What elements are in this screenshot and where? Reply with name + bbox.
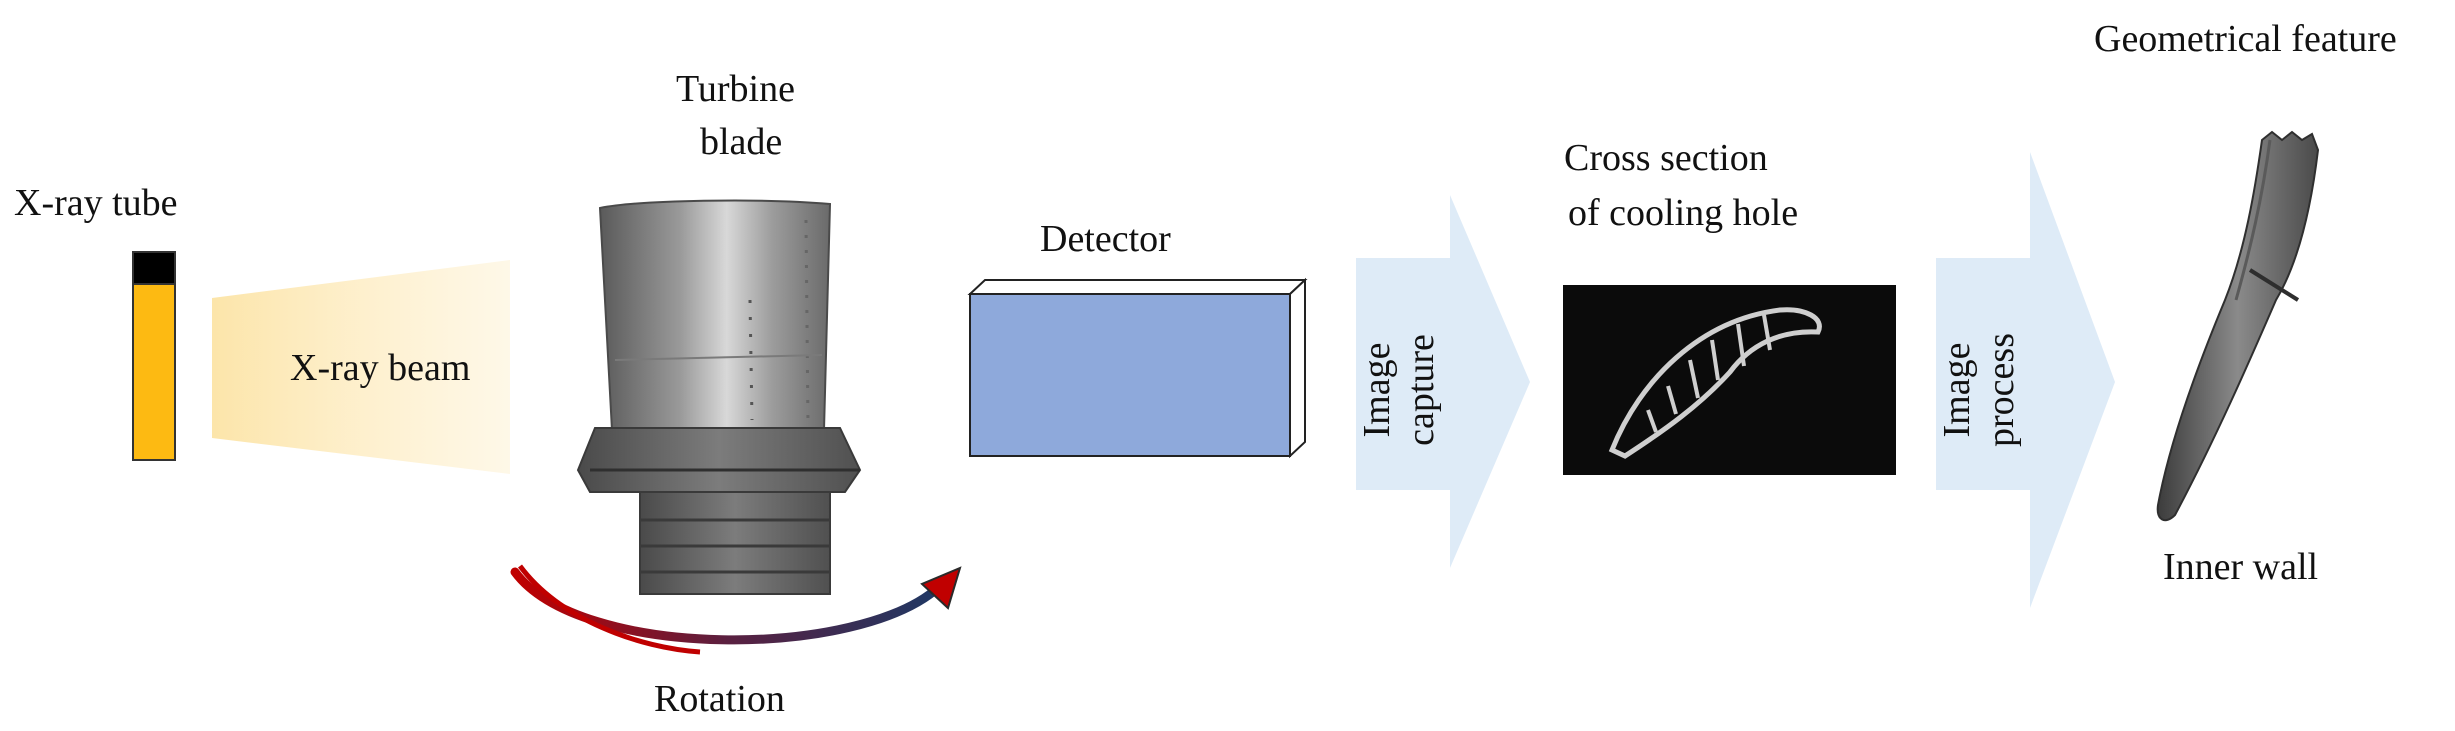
- image-process-arrow: [1936, 152, 2115, 608]
- image-process-label-line2: process: [1980, 333, 2022, 447]
- detector-label: Detector: [1040, 218, 1171, 260]
- image-process-label-line1: Image: [1936, 342, 1978, 438]
- xray-tube-label: X-ray tube: [14, 182, 178, 224]
- image-capture-arrow: [1356, 195, 1530, 568]
- xray-tube-cap: [132, 251, 176, 285]
- image-capture-label-line1: Image: [1356, 342, 1398, 438]
- cross-section-label-line1: Cross section: [1564, 137, 1768, 179]
- geometrical-feature-label: Geometrical feature: [2094, 18, 2397, 60]
- xray-beam: [212, 260, 510, 474]
- image-process-label: Image process: [1935, 280, 2025, 500]
- image-capture-label: Image capture: [1355, 280, 1445, 500]
- image-capture-label-line2: capture: [1400, 334, 1442, 446]
- turbine-blade: [576, 199, 862, 595]
- rotation-label: Rotation: [654, 678, 785, 720]
- rotation-arrow: [510, 564, 962, 655]
- cross-section-label-line2: of cooling hole: [1568, 192, 1799, 234]
- detector: [967, 277, 1308, 459]
- turbine-blade-label-line1: Turbine: [676, 68, 795, 110]
- inner-wall-label: Inner wall: [2163, 546, 2319, 588]
- cross-section-image: [1563, 285, 1896, 475]
- xray-tube: [132, 251, 176, 461]
- xray-tube-body: [132, 283, 176, 461]
- inner-wall-model: [2156, 130, 2320, 522]
- xray-beam-label: X-ray beam: [290, 347, 471, 389]
- turbine-blade-label-line2: blade: [700, 121, 783, 163]
